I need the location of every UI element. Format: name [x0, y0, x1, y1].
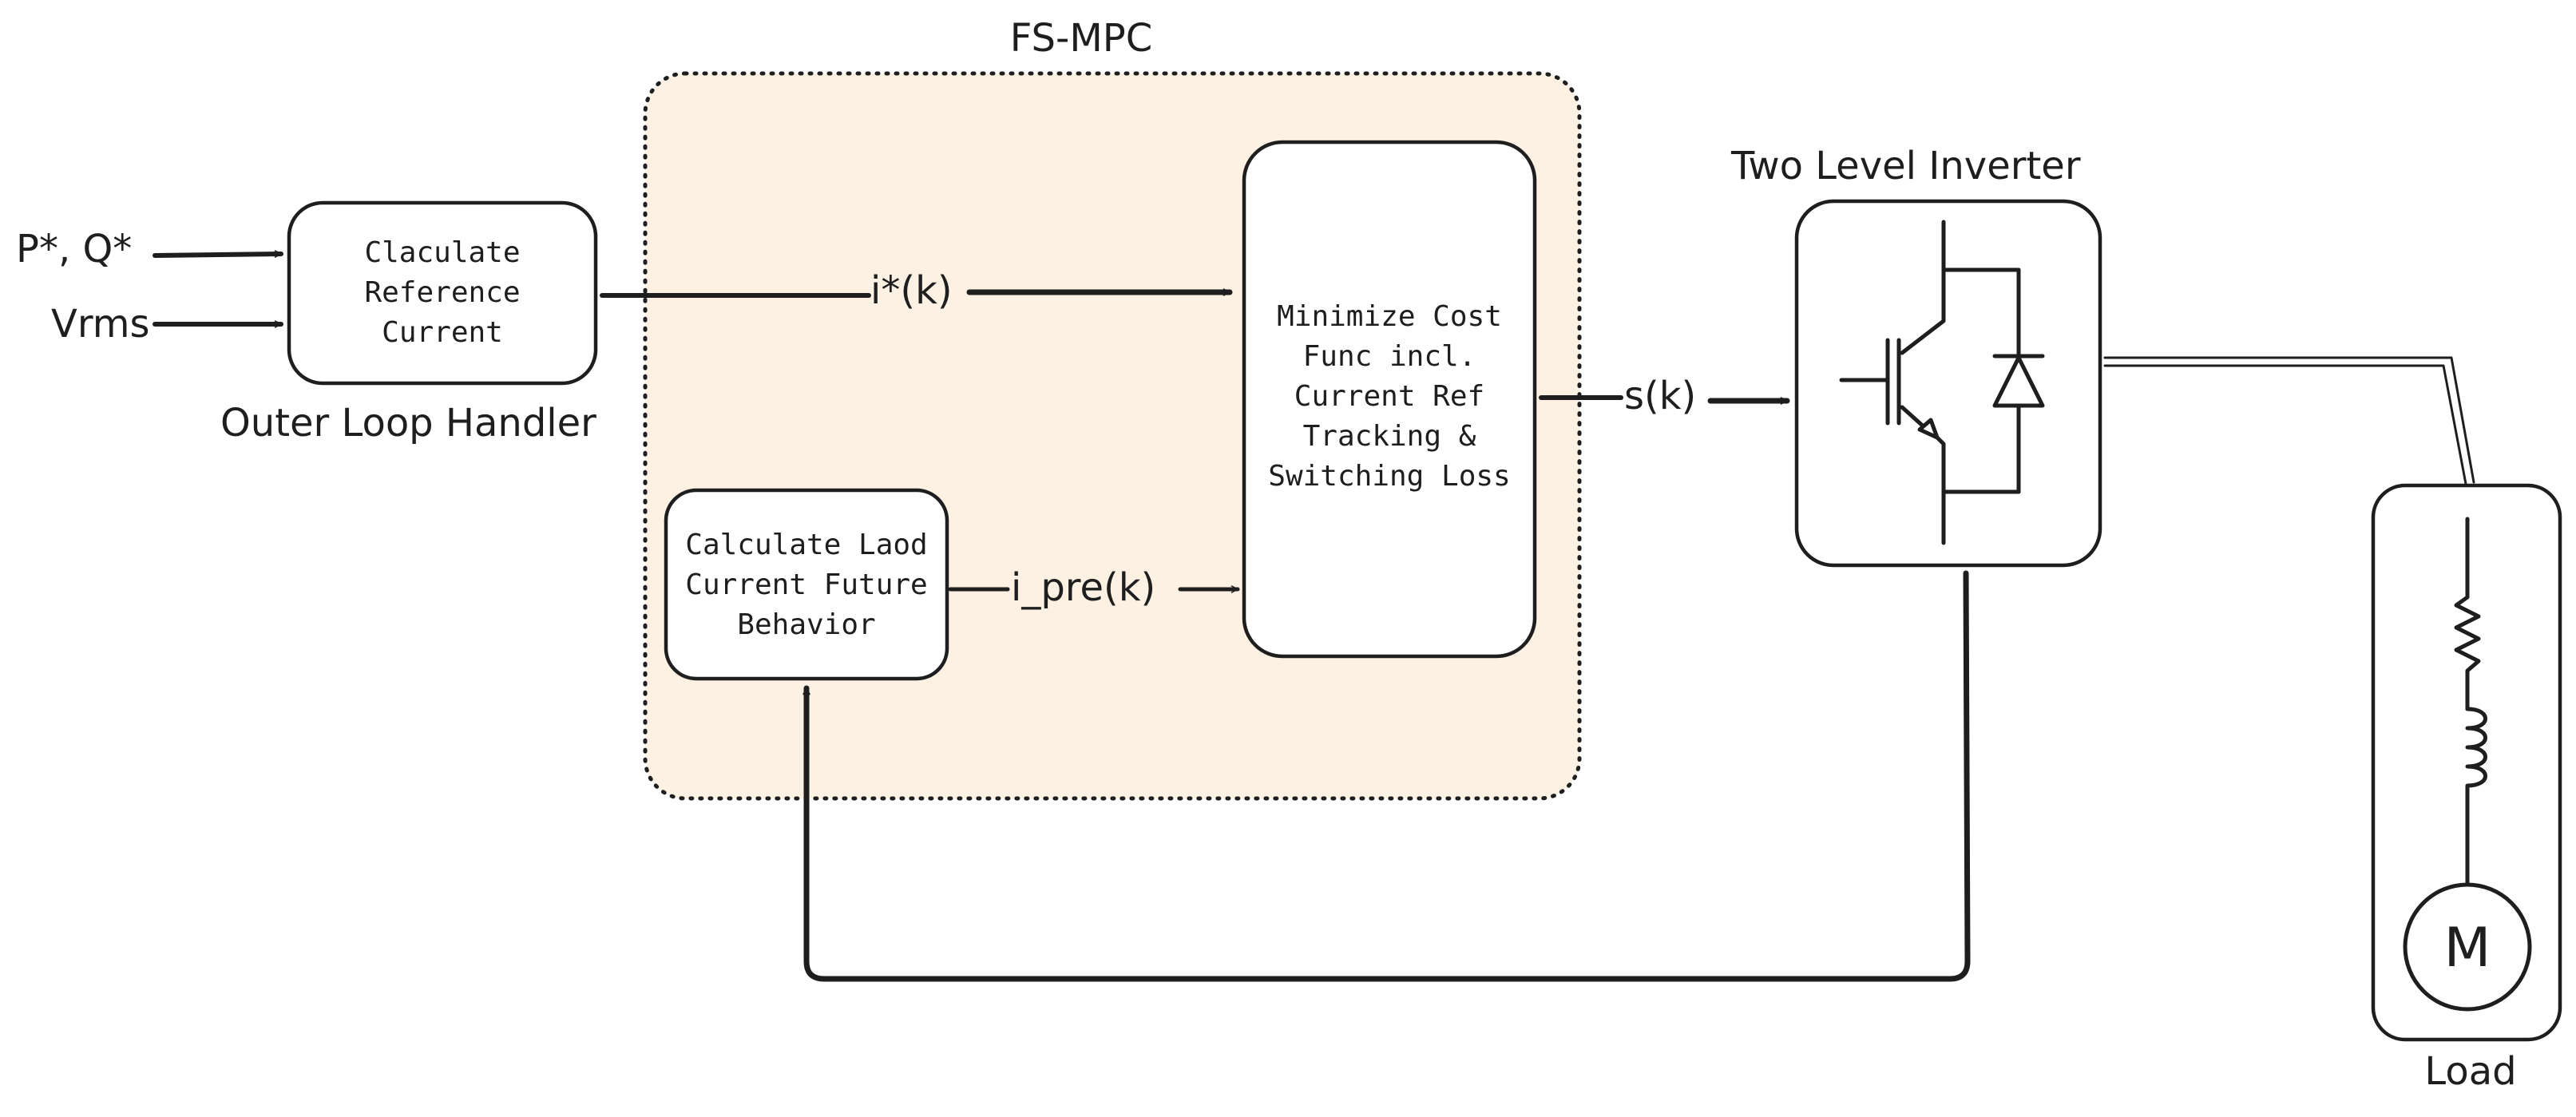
- cost-function-block: [1242, 140, 1537, 659]
- inverter-to-load-line: [2103, 356, 2475, 484]
- load-caption: Load: [2424, 1049, 2516, 1094]
- cost-block-line-5: Switching Loss: [1268, 460, 1510, 493]
- inverter-caption: Two Level Inverter: [1730, 144, 2081, 188]
- cost-block-line-4: Tracking &: [1303, 420, 1476, 453]
- inverter-to-load-line-inner: [2103, 364, 2467, 485]
- pq-input-arrow: [153, 250, 283, 258]
- predict-block-line-1: Calculate Laod: [685, 529, 927, 561]
- pq-input-label: P*, Q*: [16, 227, 132, 271]
- motor-letter: M: [2444, 917, 2491, 980]
- motor-icon: [2403, 882, 2532, 1012]
- ref-signal-label: i*(k): [870, 268, 953, 313]
- ref-block-line-3: Current: [382, 316, 503, 349]
- outer-loop-caption: Outer Loop Handler: [220, 401, 596, 446]
- load-block: [2371, 483, 2562, 1042]
- vrms-input-label: Vrms: [51, 302, 150, 347]
- cost-block-line-1: Minimize Cost: [1277, 300, 1502, 333]
- inverter-block: [1794, 199, 2102, 568]
- ref-block-line-1: Claculate: [364, 236, 520, 269]
- predict-block-line-3: Behavior: [737, 608, 875, 641]
- feedback-loop-line: [803, 570, 1971, 982]
- pred-signal-label: i_pre(k): [1011, 565, 1155, 610]
- inductor-icon: [2465, 707, 2487, 889]
- predict-block-line-2: Current Future: [685, 568, 927, 601]
- cost-block-line-2: Func incl.: [1303, 340, 1476, 373]
- ref-current-block: [287, 200, 598, 386]
- fsmpc-label: FS-MPC: [1010, 16, 1152, 61]
- switch-signal-label: s(k): [1624, 374, 1696, 418]
- cost-block-line-3: Current Ref: [1294, 380, 1484, 413]
- igbt-diode-icon: [1839, 220, 2045, 545]
- resistor-icon: [2454, 517, 2481, 711]
- prediction-block: [664, 488, 949, 681]
- ref-block-line-2: Reference: [364, 276, 520, 309]
